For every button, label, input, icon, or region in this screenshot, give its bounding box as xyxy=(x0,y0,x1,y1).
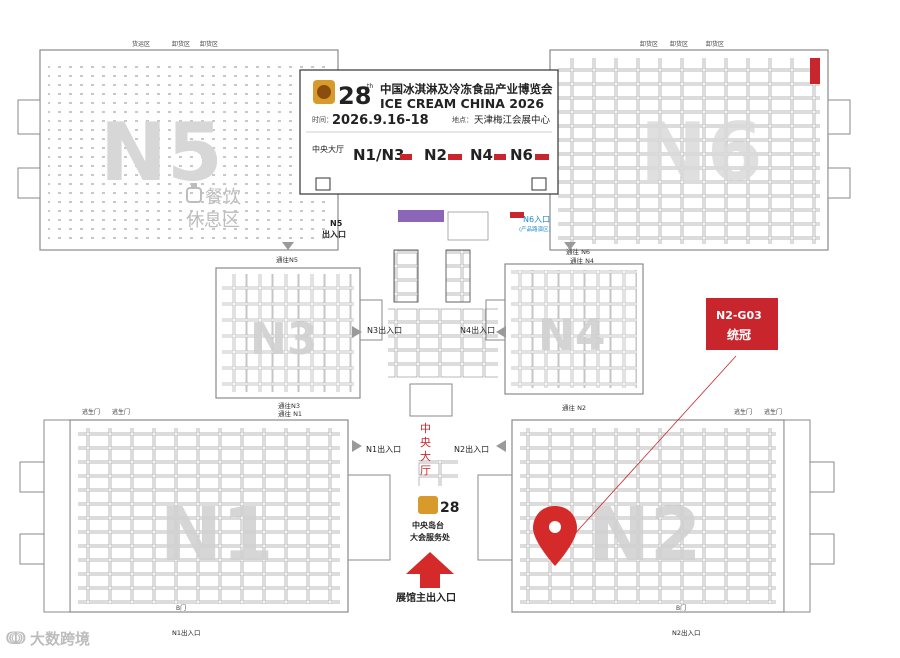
gate-n1-top-2: 逃生门 xyxy=(112,408,130,416)
svg-text:厅: 厅 xyxy=(420,464,431,477)
expo-header-card: 28 th 中国冰淇淋及冷冻食品产业博览会 ICE CREAM CHINA 20… xyxy=(299,69,559,195)
gate-n2-top-1: 逃生门 xyxy=(734,408,752,416)
entrance-n6: N6入口 (产品路演区) xyxy=(519,215,551,233)
date-label: 时间： xyxy=(312,115,333,124)
hall-n2-label: N2 xyxy=(588,492,701,578)
edition-suffix: th xyxy=(367,83,373,90)
hall-n3: N3 xyxy=(215,267,361,399)
gate-n2-bottom: B门 xyxy=(676,604,686,612)
passage-to-n6: 通往 N6 xyxy=(566,247,590,256)
service-desk-line2: 大会服务处 xyxy=(410,532,451,542)
entrance-n4: N4出入口 xyxy=(460,325,495,335)
hall-n1: N1 逃生门 逃生门 B门 xyxy=(19,408,349,613)
hall-legend: 中央大厅 N1/N3 N2 N4 N6 xyxy=(312,144,549,164)
svg-text:(产品路演区): (产品路演区) xyxy=(519,225,551,233)
central-hall-name: 中 央 大 厅 xyxy=(420,422,431,477)
entrance-n1-bottom: N1出入口 xyxy=(172,628,201,637)
passage-to-n3: 通往N3 xyxy=(278,401,300,410)
gate-n2-top-2: 逃生门 xyxy=(764,408,782,416)
corridors xyxy=(348,299,512,561)
entrance-n2: N2出入口 xyxy=(454,444,489,454)
passage-to-n2: 通往 N2 xyxy=(562,403,586,412)
expo-title-en: ICE CREAM CHINA 2026 xyxy=(380,96,544,111)
location-pin-icon xyxy=(533,506,577,566)
gate-n5-top-2: 卸货区 xyxy=(172,40,190,48)
booth-code: N2-G03 xyxy=(716,309,762,322)
service-desk: 28 中央岛台 大会服务处 xyxy=(410,496,459,542)
passage-to-n4: 通往 N4 xyxy=(570,256,594,265)
gate-n6-top-3: 卸货区 xyxy=(706,40,724,48)
gate-n1-top-1: 逃生门 xyxy=(82,408,100,416)
expo-title-cn: 中国冰淇淋及冷冻食品产业博览会 xyxy=(380,82,553,96)
gate-n6-top-2: 卸货区 xyxy=(670,40,688,48)
gate-n5-top-3: 卸货区 xyxy=(200,40,218,48)
expo-date: 2026.9.16-18 xyxy=(332,113,429,128)
watermark: ↈ 大数跨境 xyxy=(6,628,90,649)
entrance-n2-bottom: N2出入口 xyxy=(672,628,701,637)
direction-arrows xyxy=(282,242,576,452)
main-entrance-label: 展馆主出入口 xyxy=(396,591,456,604)
svg-text:28: 28 xyxy=(440,500,459,516)
watermark-text: 大数跨境 xyxy=(30,630,90,648)
n5-rest-area-line1: 餐饮 xyxy=(205,187,241,208)
hall-n1-label: N1 xyxy=(160,492,273,578)
entrance-n1: N1出入口 xyxy=(366,444,401,454)
hall-n4-label: N4 xyxy=(538,310,605,361)
passage-to-n5: 通往N5 xyxy=(276,255,298,264)
entrance-n5: N5 出入口 xyxy=(322,219,346,239)
gate-n5-top-1: 货运区 xyxy=(132,40,150,48)
entrance-n3: N3出入口 xyxy=(367,325,402,335)
hall-n5: N5 餐饮 休息区 货运区 卸货区 卸货区 xyxy=(17,40,339,251)
service-desk-line1: 中央岛台 xyxy=(412,520,444,530)
svg-text:央: 央 xyxy=(420,436,431,449)
venue-label: 地点： xyxy=(452,115,473,124)
legend-n6: N6 xyxy=(510,146,533,164)
hall-n6: N6 卸货区 卸货区 卸货区 xyxy=(549,40,851,251)
legend-central-hall: 中央大厅 xyxy=(312,144,344,154)
svg-text:N5: N5 xyxy=(330,219,343,228)
svg-text:大: 大 xyxy=(420,449,431,463)
svg-text:N6入口: N6入口 xyxy=(523,215,550,224)
gate-n1-bottom: B门 xyxy=(176,604,186,612)
main-entrance-arrow: 展馆主出入口 xyxy=(396,552,456,604)
restaurant-icon xyxy=(186,183,202,203)
hall-n5-label: N5 xyxy=(100,106,223,199)
central-corridor xyxy=(388,210,524,486)
hall-n4: N4 xyxy=(504,263,644,395)
exhibitor-name: 统冠 xyxy=(727,327,751,342)
hall-n6-label: N6 xyxy=(640,106,763,199)
expo-venue: 天津梅江会展中心 xyxy=(474,114,551,126)
legend-n1-n3: N1/N3 xyxy=(353,146,404,164)
hall-n3-label: N3 xyxy=(250,314,317,365)
svg-text:中: 中 xyxy=(420,422,431,435)
passage-to-n1: 通往 N1 xyxy=(278,409,302,418)
edition-number: 28 xyxy=(338,82,371,110)
gate-n6-top-1: 卸货区 xyxy=(640,40,658,48)
legend-n4: N4 xyxy=(470,146,493,164)
n5-rest-area-line2: 休息区 xyxy=(186,210,240,231)
legend-n2: N2 xyxy=(424,146,447,164)
svg-text:出入口: 出入口 xyxy=(322,229,346,239)
booth-callout: N2-G03 统冠 xyxy=(561,298,778,549)
watermark-icon: ↈ xyxy=(6,628,26,649)
